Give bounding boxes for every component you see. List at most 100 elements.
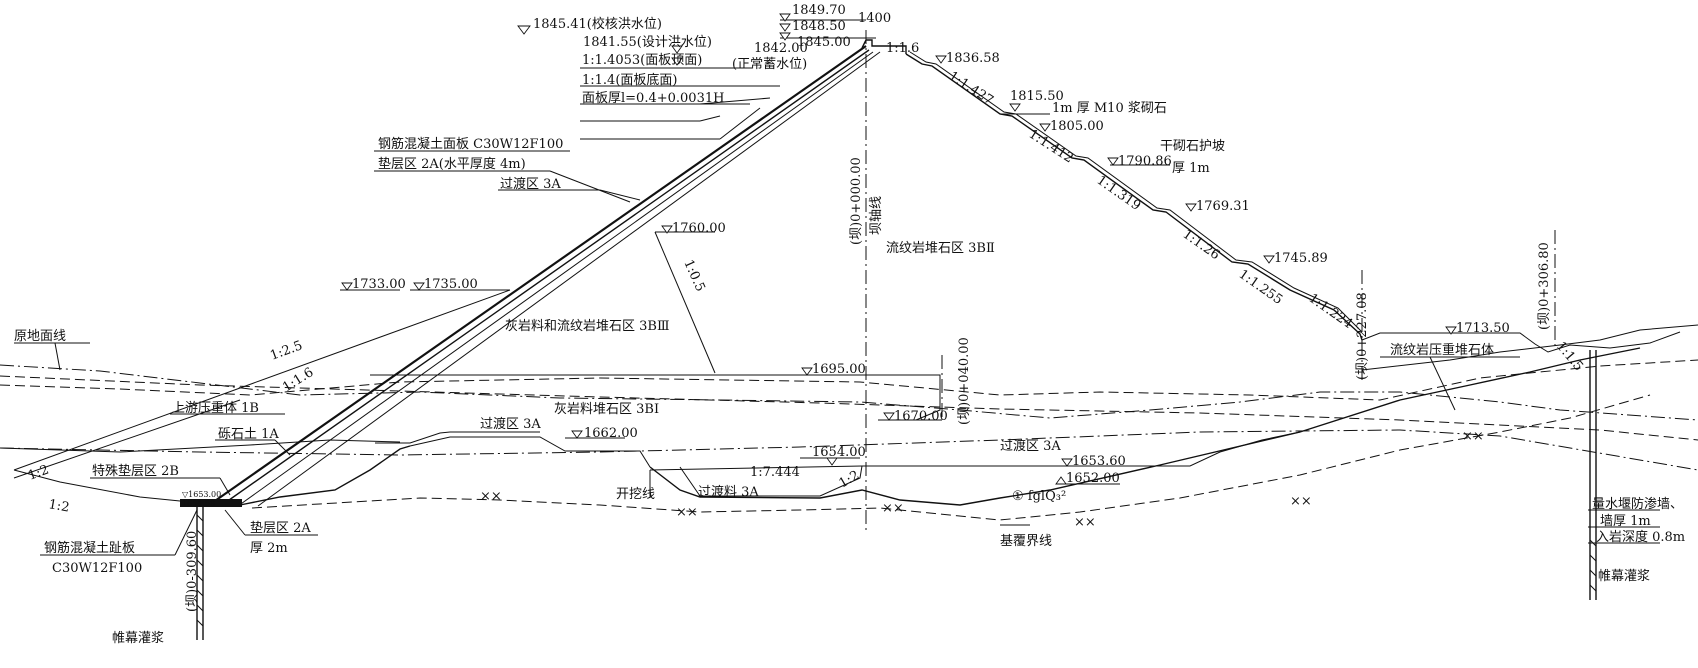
elev-crest: 1845.00 bbox=[797, 35, 851, 50]
downstream-face bbox=[905, 53, 1363, 341]
ground-line-3 bbox=[0, 439, 401, 453]
station-309: (坝)0-309.60 bbox=[185, 531, 200, 612]
upstream-weight-outline bbox=[13, 469, 201, 504]
label-masonry: 1m 厚 M10 浆砌石 bbox=[1052, 101, 1167, 116]
elev-1733: 1733.00 bbox=[352, 277, 406, 292]
leader-7-diag bbox=[549, 170, 631, 203]
level-symbol-1695 bbox=[801, 367, 813, 376]
slope-1-2-5 bbox=[13, 289, 511, 471]
elev-wall-top: 1848.50 bbox=[792, 19, 846, 34]
leader-toe-diag bbox=[1429, 356, 1456, 411]
elev-crest-top: 1849.70 bbox=[792, 3, 846, 18]
label-weir-wall: 量水堰防渗墙、 bbox=[1592, 496, 1683, 512]
label-transition2: 过渡区 3A bbox=[480, 416, 541, 432]
label-x-mark-5: ×× bbox=[1290, 494, 1312, 509]
elev-1735: 1735.00 bbox=[424, 277, 478, 292]
zone-3b3-boundary bbox=[654, 231, 716, 374]
slope-d1-224: 1:1.224 bbox=[1306, 291, 1355, 332]
level-symbol-design bbox=[671, 45, 683, 54]
level-symbol-1670 bbox=[883, 412, 895, 421]
leader-special-diag bbox=[219, 477, 231, 496]
slope-u1-1-6: 1:1.6 bbox=[280, 365, 316, 395]
label-x-mark-4: ×× bbox=[1074, 515, 1096, 530]
original-ground-line bbox=[0, 364, 1698, 421]
label-limestone-zone: 灰岩料堆石区 3BⅠ bbox=[554, 402, 659, 417]
level-symbol-1769 bbox=[1185, 203, 1197, 212]
level-symbol-1733 bbox=[341, 282, 353, 291]
level-symbol-1836 bbox=[935, 55, 947, 64]
label-x-mark-3: ×× bbox=[882, 501, 904, 516]
label-thick2: 厚 2m bbox=[250, 541, 288, 556]
label-dry-riprap: 干砌石护坡 bbox=[1160, 139, 1225, 154]
elev-1662: 1662.00 bbox=[584, 426, 638, 441]
level-symbol-1745 bbox=[1263, 255, 1275, 264]
plinth-block bbox=[180, 499, 242, 507]
1-7-444-line bbox=[649, 465, 863, 471]
ground-line-6 bbox=[0, 375, 1698, 441]
label-plinth-grade: C30W12F100 bbox=[52, 561, 142, 576]
elev-1670: 1670.00 bbox=[894, 409, 948, 424]
label-cushion2: 垫层区 2A bbox=[250, 520, 311, 536]
label-transition: 过渡区 3A bbox=[500, 176, 561, 192]
upstream-face-slab bbox=[211, 45, 867, 504]
downstream-toe-weight bbox=[1361, 331, 1681, 353]
slope-u1-7-444: 1:7.444 bbox=[750, 465, 800, 480]
station-axis: (坝)0+000.00 bbox=[849, 157, 864, 245]
slope-u1-2b: 1:2 bbox=[47, 497, 70, 515]
elev-normal: 1842.00 bbox=[754, 41, 808, 56]
label-bedrock-line: 基覆界线 bbox=[1000, 534, 1052, 549]
dam-axis-label: 坝轴线 bbox=[869, 196, 884, 235]
elev-1745: 1745.89 bbox=[1274, 251, 1328, 266]
elev-check-flood: 1845.41(校核洪水位) bbox=[533, 16, 662, 32]
elev-1654: 1654.00 bbox=[812, 445, 866, 460]
slope-face-bottom: 1:1.4(面板底面) bbox=[582, 72, 677, 88]
level-symbol-1760 bbox=[661, 225, 673, 234]
slope-d1-5: 1:1.5 bbox=[1553, 339, 1586, 374]
label-curtain-left: 帷幕灌浆 bbox=[112, 631, 164, 646]
plinth-elev-2: 1654.58 bbox=[182, 499, 215, 508]
elev-1713: 1713.50 bbox=[1456, 321, 1510, 336]
slope-face-top: 1:1.4053(面板顶面) bbox=[582, 53, 702, 68]
label-x-mark-2: ×× bbox=[676, 505, 698, 520]
label-wall-thick: 墙厚 1m bbox=[1600, 514, 1651, 529]
slope-d1-319: 1:1.319 bbox=[1094, 173, 1143, 214]
label-toe-weight: 流纹岩压重堆石体 bbox=[1390, 342, 1494, 358]
slope-d1-255: 1:1.255 bbox=[1236, 267, 1285, 308]
level-symbol-crest-top bbox=[779, 13, 791, 22]
slope-d1-427: 1:1.427 bbox=[946, 69, 996, 109]
slope-u1-2-5: 1:2.5 bbox=[268, 338, 304, 363]
leader-4-diag bbox=[699, 115, 721, 122]
label-x-mark-6: ×× bbox=[1462, 429, 1484, 444]
level-symbol-1815 bbox=[1009, 103, 1021, 112]
slope-u1-0-5: 1:0.5 bbox=[680, 258, 707, 295]
elev-1652: 1652.00 bbox=[1066, 471, 1120, 486]
excavation-line-right bbox=[649, 347, 1641, 506]
level-symbol-1713 bbox=[1445, 326, 1457, 335]
elev-1769: 1769.31 bbox=[1196, 199, 1250, 214]
dam-crest bbox=[861, 39, 907, 54]
level-symbol-1805 bbox=[1039, 123, 1051, 132]
label-face-slab: 钢筋混凝土面板 C30W12F100 bbox=[378, 136, 563, 152]
leader-cushion2-diag bbox=[224, 509, 246, 536]
upstream-face-slab-bottom bbox=[221, 49, 870, 506]
level-symbol-normal bbox=[671, 57, 683, 66]
label-transition-mat: 过渡料 3A bbox=[698, 484, 759, 500]
transition-material-3a bbox=[679, 465, 863, 497]
label-transition3: 过渡区 3A bbox=[1000, 438, 1061, 454]
label-rhyolite-zone: 流纹岩堆石区 3BⅡ bbox=[886, 241, 995, 256]
label-x-mark-1: ×× bbox=[480, 489, 502, 504]
elev-design-flood: 1841.55(设计洪水位) bbox=[583, 35, 712, 50]
station-040: (坝)0+040.00 bbox=[957, 337, 972, 425]
label-mixed-zone: 灰岩料和流纹岩堆石区 3BⅢ bbox=[505, 319, 670, 334]
leader-plinth-diag bbox=[174, 509, 198, 556]
level-symbol-1662 bbox=[571, 430, 583, 439]
ground-line-4 bbox=[0, 429, 1698, 471]
slope-u1-2c: 1:2 bbox=[837, 468, 863, 491]
label-original-ground: 原地面线 bbox=[14, 329, 66, 344]
elev-1760: 1760.00 bbox=[672, 221, 726, 236]
label-special-cushion: 特殊垫层区 2B bbox=[92, 463, 179, 479]
label-excavation: 开挖线 bbox=[616, 487, 655, 502]
label-rock-depth: 入岩深度 0.8m bbox=[1596, 529, 1685, 545]
level-symbol-crest bbox=[779, 32, 791, 41]
